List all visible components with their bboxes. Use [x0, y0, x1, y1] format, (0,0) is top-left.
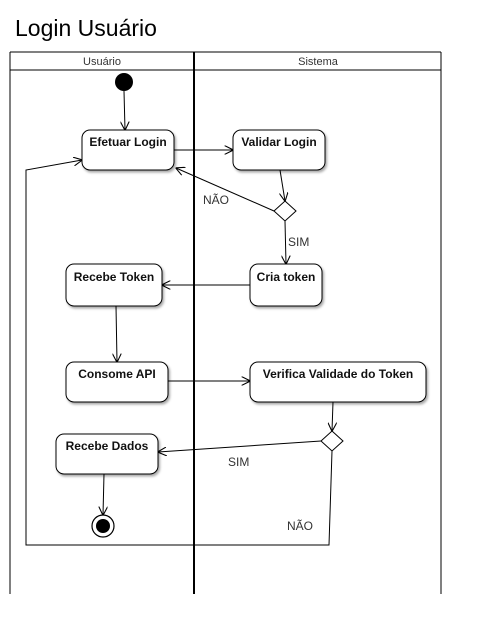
node-recebe-dados-label: Recebe Dados	[66, 439, 149, 453]
node-consome-api-label: Consome API	[78, 367, 156, 381]
node-recebe-token: Recebe Token	[65, 263, 163, 307]
node-efetuar-login-label: Efetuar Login	[89, 135, 166, 149]
edge-label-nao-2: NÃO	[287, 519, 313, 533]
edge-recebe-token-to-consome	[116, 305, 117, 362]
final-node	[91, 514, 115, 538]
node-consome-api: Consome API	[65, 361, 169, 403]
edge-recebe-dados-to-final	[103, 473, 104, 515]
node-recebe-token-label: Recebe Token	[74, 270, 154, 284]
diagram-title: Login Usuário	[15, 15, 157, 41]
lane-label-sistema: Sistema	[298, 56, 339, 68]
node-cria-token: Cria token	[249, 263, 323, 307]
edge-decision-sim-to-cria	[285, 220, 286, 264]
edge-verifica-to-decision	[332, 401, 333, 431]
decision-node-token	[320, 430, 344, 452]
edge-start-to-efetuar	[124, 90, 125, 130]
swimlane-frame	[9, 51, 442, 594]
node-recebe-dados: Recebe Dados	[55, 433, 159, 475]
node-validar-login-label: Validar Login	[241, 135, 316, 149]
edge-label-sim-2: SIM	[228, 455, 249, 469]
initial-node	[115, 73, 133, 91]
lane-label-usuario: Usuário	[83, 56, 121, 68]
node-verifica-token: Verifica Validade do Token	[249, 361, 427, 403]
edge-decision-nao-to-efetuar	[176, 168, 275, 212]
edge-decision-nao-loop	[25, 160, 333, 546]
node-verifica-token-label: Verifica Validade do Token	[263, 367, 414, 381]
edge-validar-to-decision	[280, 169, 285, 201]
decision-node-login	[273, 200, 297, 222]
node-efetuar-login: Efetuar Login	[81, 129, 175, 171]
edge-label-sim-1: SIM	[288, 235, 309, 249]
edges	[25, 90, 333, 546]
node-cria-token-label: Cria token	[257, 270, 316, 284]
node-validar-login: Validar Login	[232, 129, 326, 171]
edge-label-nao-1: NÃO	[203, 193, 229, 207]
edge-decision-sim-to-recebe-dados	[158, 440, 322, 452]
